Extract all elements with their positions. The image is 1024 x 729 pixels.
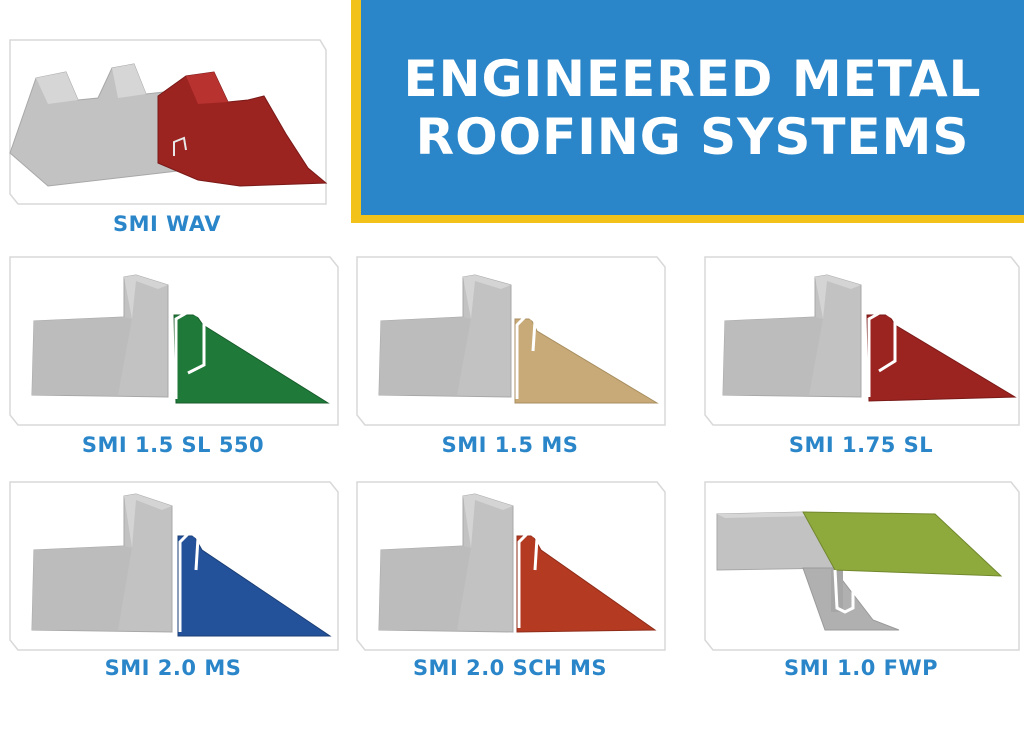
product-image-smi-1-0-fwp	[704, 481, 1020, 651]
product-tile-smi-1-0-fwp[interactable]: SMI 1.0 FWP	[703, 480, 1020, 680]
product-label-smi-wav: SMI WAV	[113, 212, 221, 236]
panel-color-smi-1-0-fwp	[802, 511, 1003, 577]
product-image-smi-wav	[9, 39, 328, 205]
product-label-smi-2-0-sch-ms: SMI 2.0 SCH MS	[412, 656, 608, 680]
product-label-smi-1-0-fwp: SMI 1.0 FWP	[783, 656, 939, 680]
panel-color-smi-2-0-sch-ms	[516, 535, 657, 633]
product-image-smi-1-5-sl-550	[9, 256, 339, 426]
product-image-smi-1-75-sl	[704, 256, 1020, 426]
banner-title-line-2: ROOFING SYSTEMS	[415, 107, 970, 166]
panel-color-smi-1-5-ms	[514, 318, 659, 404]
product-image-smi-1-5-ms	[356, 256, 666, 426]
product-label-smi-1-75-sl: SMI 1.75 SL	[788, 433, 934, 457]
product-tile-smi-1-5-sl-550[interactable]: SMI 1.5 SL 550	[8, 255, 339, 457]
banner-title-line-1: ENGINEERED METAL	[403, 49, 982, 108]
panel-color-smi-2-0-ms	[177, 535, 332, 637]
product-tile-smi-2-0-ms[interactable]: SMI 2.0 MS	[8, 480, 339, 680]
title-banner: ENGINEERED METAL ROOFING SYSTEMS	[351, 0, 1024, 223]
product-label-smi-1-5-ms: SMI 1.5 MS	[441, 433, 579, 457]
product-image-smi-2-0-sch-ms	[356, 481, 666, 651]
product-tile-smi-1-75-sl[interactable]: SMI 1.75 SL	[703, 255, 1020, 457]
product-tile-smi-wav[interactable]: SMI WAV	[8, 38, 328, 236]
title-banner-inner: ENGINEERED METAL ROOFING SYSTEMS	[361, 0, 1024, 215]
product-label-smi-1-5-sl-550: SMI 1.5 SL 550	[81, 433, 265, 457]
product-tile-smi-2-0-sch-ms[interactable]: SMI 2.0 SCH MS	[355, 480, 666, 680]
product-label-smi-2-0-ms: SMI 2.0 MS	[104, 656, 242, 680]
product-image-smi-2-0-ms	[9, 481, 339, 651]
product-tile-smi-1-5-ms[interactable]: SMI 1.5 MS	[355, 255, 666, 457]
